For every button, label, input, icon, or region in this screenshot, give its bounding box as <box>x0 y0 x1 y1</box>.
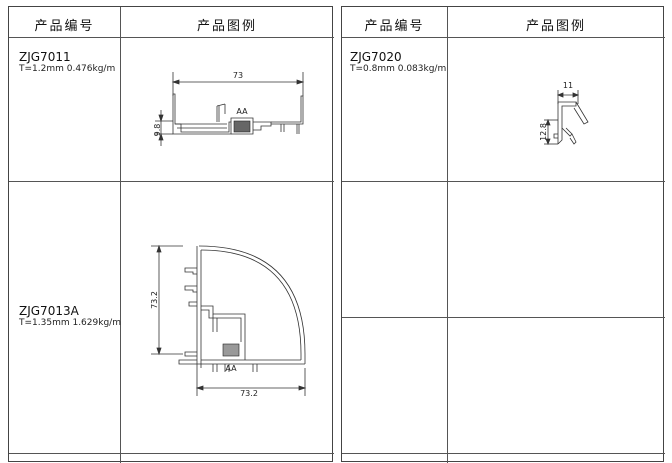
header-divider <box>9 37 334 38</box>
column-divider <box>120 7 121 463</box>
right-product-table: 产品编号 产品图例 ZJG7020 T=0.8mm 0.083kg/m 11 1… <box>341 6 665 463</box>
height-dimension-label: 9.8 <box>153 124 162 137</box>
profile-drawing-zjg7013a: 73.2 73.2 AA <box>150 244 307 398</box>
row-divider <box>342 317 665 318</box>
product-code: ZJG7020 <box>350 50 402 64</box>
header-product-image: 产品图例 <box>525 19 586 34</box>
section-tag-label: AA <box>236 107 248 116</box>
product-code: ZJG7013A <box>19 304 79 318</box>
row-divider <box>9 453 334 454</box>
row-divider <box>342 453 665 454</box>
row-divider <box>9 181 334 182</box>
header-divider <box>342 37 665 38</box>
width-dimension-label: 73 <box>233 71 243 80</box>
width-dimension-label: 11 <box>563 81 573 90</box>
profile-drawing-zjg7020: 11 12.8 <box>539 81 589 146</box>
profile-drawing-zjg7011: 9.8 73 AA <box>153 71 305 146</box>
product-spec: T=1.2mm 0.476kg/m <box>19 64 116 74</box>
left-product-table: 产品编号 产品图例 ZJG7011 T=1.2mm 0.476kg/m <box>8 6 334 463</box>
width-dimension-label: 73.2 <box>240 389 258 398</box>
header-product-code: 产品编号 <box>364 19 425 34</box>
height-dimension-label: 12.8 <box>539 123 548 141</box>
header-product-image: 产品图例 <box>196 19 257 34</box>
section-tag-label: AA <box>225 364 237 373</box>
header-product-code: 产品编号 <box>34 19 95 34</box>
height-dimension-label: 73.2 <box>150 291 159 309</box>
product-code: ZJG7011 <box>19 50 71 64</box>
product-spec: T=1.35mm 1.629kg/m <box>19 318 121 328</box>
column-divider <box>447 7 448 463</box>
product-spec: T=0.8mm 0.083kg/m <box>350 64 447 74</box>
row-divider <box>342 181 665 182</box>
